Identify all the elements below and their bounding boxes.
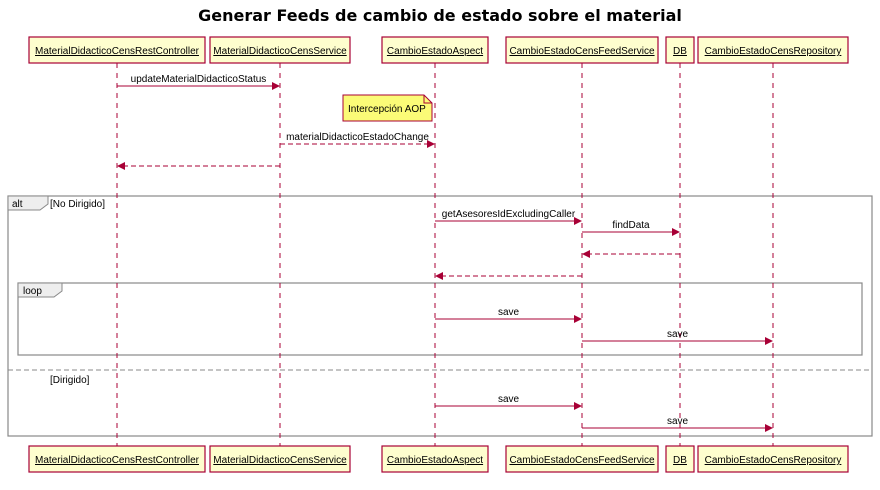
alt-tab bbox=[7, 195, 49, 211]
participant-box bbox=[665, 445, 695, 473]
participant-box bbox=[209, 36, 351, 64]
participant-label: CambioEstadoCensRepository bbox=[705, 46, 842, 57]
message-label: save bbox=[667, 416, 689, 427]
participant-box bbox=[505, 36, 659, 64]
participant-label: DB bbox=[673, 455, 687, 466]
message-label: save bbox=[667, 329, 689, 340]
message-findData: findData bbox=[582, 220, 680, 236]
participant-box bbox=[697, 445, 849, 473]
message-label: getAsesoresIdExcludingCaller bbox=[442, 209, 576, 220]
message-label: materialDidacticoEstadoChange bbox=[286, 132, 429, 143]
participant-box bbox=[381, 445, 489, 473]
message-label: findData bbox=[612, 220, 650, 231]
participant-db-bottom: DB bbox=[665, 445, 695, 473]
participant-box bbox=[28, 445, 206, 473]
participant-label: CambioEstadoCensRepository bbox=[705, 455, 842, 466]
alt-guard-no-dirigido: [No Dirigido] bbox=[50, 199, 105, 210]
participant-box bbox=[209, 445, 351, 473]
loop-fragment: loop bbox=[17, 282, 863, 356]
alt-frame bbox=[7, 195, 873, 437]
alt-fragment: alt [No Dirigido] [Dirigido] bbox=[7, 195, 873, 437]
note-shape bbox=[342, 94, 433, 122]
note-text: Intercepción AOP bbox=[348, 104, 426, 115]
participant-box bbox=[505, 445, 659, 473]
participant-controller-bottom: MaterialDidacticoCensRestController bbox=[28, 445, 206, 473]
participant-box bbox=[665, 36, 695, 64]
loop-frame bbox=[17, 282, 863, 356]
message-save: save bbox=[435, 307, 582, 323]
participant-repo-bottom: CambioEstadoCensRepository bbox=[697, 445, 849, 473]
alt-keyword: alt bbox=[12, 199, 23, 210]
participant-label: MaterialDidacticoCensService bbox=[213, 46, 347, 57]
loop-tab bbox=[17, 282, 63, 298]
diagram-title: Generar Feeds de cambio de estado sobre … bbox=[198, 6, 682, 25]
alt-guard-dirigido: [Dirigido] bbox=[50, 375, 90, 386]
participant-box bbox=[28, 36, 206, 64]
participant-label: CambioEstadoAspect bbox=[387, 455, 483, 466]
participant-repo-top: CambioEstadoCensRepository bbox=[697, 36, 849, 64]
message-label: save bbox=[498, 394, 520, 405]
participant-box bbox=[381, 36, 489, 64]
participant-box bbox=[697, 36, 849, 64]
participant-label: CambioEstadoAspect bbox=[387, 46, 483, 57]
participant-label: MaterialDidacticoCensService bbox=[213, 455, 347, 466]
participant-controller-top: MaterialDidacticoCensRestController bbox=[28, 36, 206, 64]
message-save: save bbox=[582, 329, 773, 345]
participant-db-top: DB bbox=[665, 36, 695, 64]
participant-label: CambioEstadoCensFeedService bbox=[509, 46, 655, 57]
participant-aspect-top: CambioEstadoAspect bbox=[381, 36, 489, 64]
message-label: save bbox=[498, 307, 520, 318]
message-save: save bbox=[435, 394, 582, 410]
participant-service-top: MaterialDidacticoCensService bbox=[209, 36, 351, 64]
participant-label: DB bbox=[673, 46, 687, 57]
participant-feed-top: CambioEstadoCensFeedService bbox=[505, 36, 659, 64]
message-getAsesoresIdExcludingCaller: getAsesoresIdExcludingCaller bbox=[435, 209, 582, 225]
loop-keyword: loop bbox=[23, 286, 42, 297]
participant-label: CambioEstadoCensFeedService bbox=[509, 455, 655, 466]
participant-service-bottom: MaterialDidacticoCensService bbox=[209, 445, 351, 473]
participant-label: MaterialDidacticoCensRestController bbox=[35, 46, 200, 57]
participant-feed-bottom: CambioEstadoCensFeedService bbox=[505, 445, 659, 473]
participant-label: MaterialDidacticoCensRestController bbox=[35, 455, 200, 466]
note-fold bbox=[423, 95, 432, 104]
message-label: updateMaterialDidacticoStatus bbox=[131, 74, 267, 85]
aop-note: Intercepción AOP bbox=[342, 94, 433, 122]
message-save: save bbox=[582, 416, 773, 432]
message-materialDidacticoEstadoChange: materialDidacticoEstadoChange bbox=[280, 132, 435, 148]
message-updateMaterialDidacticoStatus: updateMaterialDidacticoStatus bbox=[117, 74, 280, 90]
participant-aspect-bottom: CambioEstadoAspect bbox=[381, 445, 489, 473]
